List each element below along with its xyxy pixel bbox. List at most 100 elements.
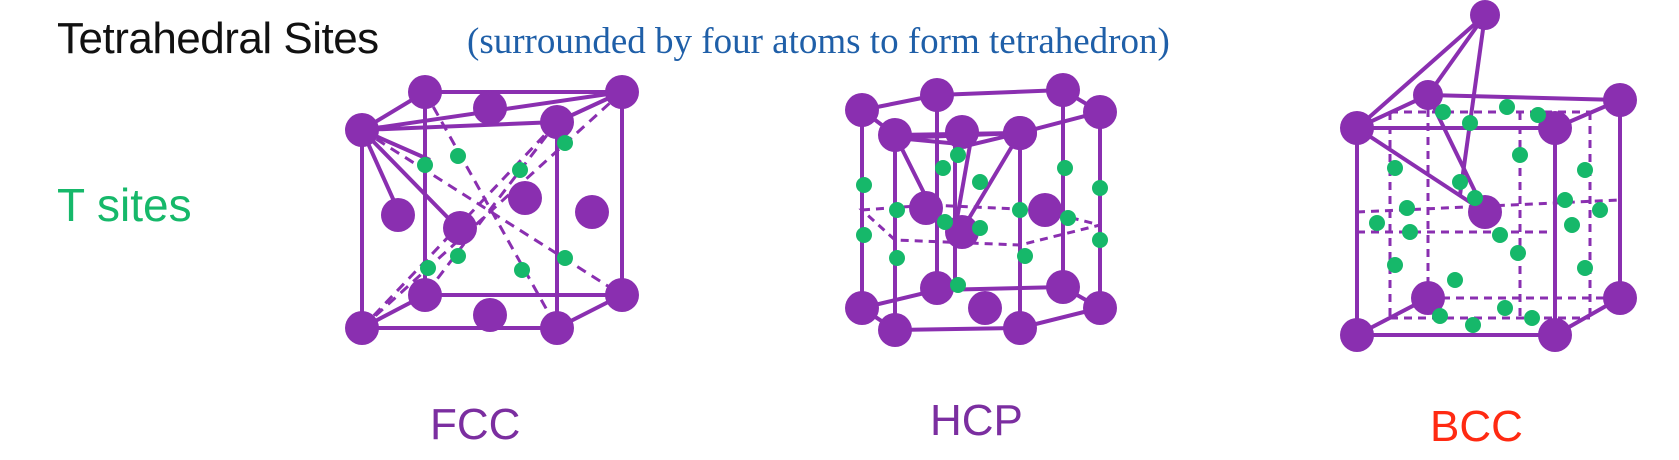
atom [1470,0,1500,30]
atom [920,271,954,305]
t-site [1092,232,1108,248]
atom [1603,281,1637,315]
t-site [417,157,433,173]
t-site [557,250,573,266]
t-sites-label: T sites [57,179,192,231]
t-site [1577,260,1593,276]
t-site [1512,147,1528,163]
t-site [514,262,530,278]
t-site [450,148,466,164]
t-site [512,162,528,178]
t-site [950,277,966,293]
atom [1340,111,1374,145]
t-site [1399,200,1415,216]
atom [473,298,507,332]
atom [443,211,477,245]
atom [920,78,954,112]
t-site [1452,174,1468,190]
atom [1413,80,1443,110]
t-site [1432,308,1448,324]
atom [1538,318,1572,352]
t-site [1592,202,1608,218]
hcp-verticals [860,90,1102,330]
atom [1603,83,1637,117]
t-site [557,135,573,151]
t-site [972,174,988,190]
atom [1003,116,1037,150]
atom [1028,193,1062,227]
atom [605,278,639,312]
t-site [1564,217,1580,233]
t-site [1435,104,1451,120]
atom [909,191,943,225]
t-site [1492,227,1508,243]
atom [1340,318,1374,352]
fcc-unit-cell [360,90,624,330]
t-site [1462,115,1478,131]
t-site [1499,99,1515,115]
page-subtitle: (surrounded by four atoms to form tetrah… [467,21,1170,62]
t-site [1060,210,1076,226]
t-site [889,250,905,266]
t-site [420,260,436,276]
atom [345,311,379,345]
t-site [1402,224,1418,240]
atom [968,291,1002,325]
atom [508,181,542,215]
atom [845,93,879,127]
bcc-label: BCC [1430,402,1523,451]
atom [1046,270,1080,304]
atom [540,105,574,139]
atom [945,115,979,149]
t-site [1510,245,1526,261]
atom [381,198,415,232]
t-site [1447,272,1463,288]
hcp-label: HCP [930,396,1023,445]
atom [1083,95,1117,129]
t-site [1530,107,1546,123]
t-site [972,220,988,236]
t-site [1387,160,1403,176]
t-site [935,160,951,176]
t-site [1057,160,1073,176]
atom [878,118,912,152]
t-site [1369,215,1385,231]
t-site [889,202,905,218]
t-site [1387,257,1403,273]
t-site [1012,202,1028,218]
t-site [1557,192,1573,208]
atom [878,313,912,347]
atom [605,75,639,109]
hcp-middle-plane [858,203,1101,247]
t-site [1017,248,1033,264]
t-site [450,248,466,264]
t-site [1577,162,1593,178]
atom [345,113,379,147]
atom [540,311,574,345]
atom [473,91,507,125]
page-title: Tetrahedral Sites [57,14,379,63]
t-site [950,147,966,163]
atom [845,291,879,325]
atom [1411,281,1445,315]
fcc-edges [360,90,624,330]
atom [1538,111,1572,145]
atom [1083,291,1117,325]
t-sites [417,99,1608,333]
atoms [345,0,1637,352]
atom [945,215,979,249]
t-site [937,214,953,230]
atom [408,278,442,312]
t-site [1524,310,1540,326]
t-site [1467,190,1483,206]
atom [408,75,442,109]
atom [1046,73,1080,107]
t-site [1497,300,1513,316]
t-site [856,177,872,193]
atom [1003,311,1037,345]
t-site [856,227,872,243]
fcc-label: FCC [430,400,521,449]
t-site [1092,180,1108,196]
t-site [1465,317,1481,333]
